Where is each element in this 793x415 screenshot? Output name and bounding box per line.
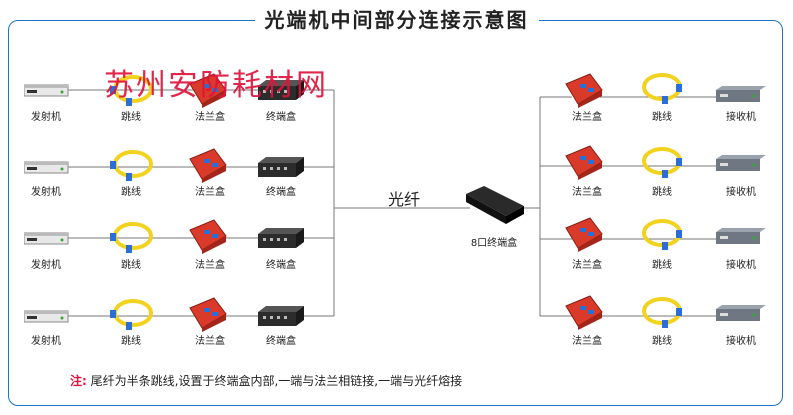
patch-cord-icon bbox=[110, 75, 153, 106]
terminal-box-label: 终端盒 bbox=[266, 336, 296, 347]
transmitter-device bbox=[24, 232, 69, 245]
receiver-label: 接收机 bbox=[726, 112, 756, 123]
footnote: 注: 尾纤为半条跳线,设置于终端盒内部,一端与法兰相链接,一端与光纤熔接 bbox=[70, 372, 462, 389]
receiver-device bbox=[716, 305, 766, 321]
watermark-text: 苏州安防耗材网 bbox=[104, 68, 328, 103]
receiver-device bbox=[716, 155, 766, 171]
transmitter-label: 发射机 bbox=[31, 260, 61, 271]
transmitter-device bbox=[24, 161, 69, 174]
patch-cord-icon bbox=[642, 219, 682, 250]
flange-box-icon bbox=[189, 73, 227, 108]
flange-box-icon bbox=[189, 219, 227, 254]
patch-cord-icon bbox=[642, 147, 682, 178]
patch-cord-icon bbox=[110, 150, 153, 181]
patch-cord-label: 跳线 bbox=[121, 260, 141, 271]
receiver-device bbox=[716, 86, 766, 102]
diagram-title: 光端机中间部分连接示意图 bbox=[254, 8, 539, 32]
flange-box-label: 法兰盒 bbox=[195, 187, 225, 198]
receiver-device bbox=[716, 228, 766, 244]
diagram-title-wrap: 光端机中间部分连接示意图 bbox=[0, 4, 793, 33]
flange-box-label: 法兰盒 bbox=[195, 336, 225, 347]
terminal-box-label: 终端盒 bbox=[266, 187, 296, 198]
patch-cord-label: 跳线 bbox=[652, 112, 672, 123]
transmitter-label: 发射机 bbox=[31, 112, 61, 123]
flange-box-label: 法兰盒 bbox=[572, 112, 602, 123]
flange-box-icon bbox=[565, 145, 603, 180]
receiver-label: 接收机 bbox=[726, 336, 756, 347]
hub-label: 8口终端盒 bbox=[470, 238, 518, 249]
flange-box-icon bbox=[565, 73, 603, 108]
flange-box-icon bbox=[189, 297, 227, 332]
receiver-label: 接收机 bbox=[726, 187, 756, 198]
flange-box-label: 法兰盒 bbox=[572, 260, 602, 271]
terminal-box-icon bbox=[258, 80, 304, 100]
receiver-label: 接收机 bbox=[726, 260, 756, 271]
flange-box-icon bbox=[565, 295, 603, 330]
patch-cord-icon bbox=[642, 297, 682, 328]
footnote-text: 尾纤为半条跳线,设置于终端盒内部,一端与法兰相链接,一端与光纤熔接 bbox=[90, 374, 463, 388]
terminal-box-icon bbox=[258, 306, 304, 326]
patch-cord-label: 跳线 bbox=[652, 260, 672, 271]
transmitter-label: 发射机 bbox=[31, 187, 61, 198]
transmitter-device bbox=[24, 84, 69, 97]
patch-cord-icon bbox=[110, 222, 153, 253]
terminal-box-label: 终端盒 bbox=[266, 260, 296, 271]
terminal-box-icon bbox=[258, 228, 304, 248]
patch-cord-icon bbox=[110, 299, 153, 330]
flange-box-label: 法兰盒 bbox=[195, 112, 225, 123]
transmitter-device bbox=[24, 310, 69, 323]
terminal-box-label: 终端盒 bbox=[266, 112, 296, 123]
hub-terminal-box-icon bbox=[466, 186, 524, 224]
transmitter-label: 发射机 bbox=[31, 336, 61, 347]
patch-cord-label: 跳线 bbox=[121, 112, 141, 123]
patch-cord-icon bbox=[642, 73, 682, 104]
terminal-box-icon bbox=[258, 157, 304, 177]
fiber-label: 光纤 bbox=[388, 190, 421, 209]
patch-cord-label: 跳线 bbox=[652, 336, 672, 347]
footnote-mark: 注: bbox=[70, 374, 87, 388]
flange-box-label: 法兰盒 bbox=[572, 336, 602, 347]
flange-box-label: 法兰盒 bbox=[572, 187, 602, 198]
patch-cord-label: 跳线 bbox=[121, 336, 141, 347]
flange-box-icon bbox=[565, 217, 603, 252]
patch-cord-label: 跳线 bbox=[652, 187, 672, 198]
flange-box-icon bbox=[189, 148, 227, 183]
patch-cord-label: 跳线 bbox=[121, 187, 141, 198]
flange-box-label: 法兰盒 bbox=[195, 260, 225, 271]
